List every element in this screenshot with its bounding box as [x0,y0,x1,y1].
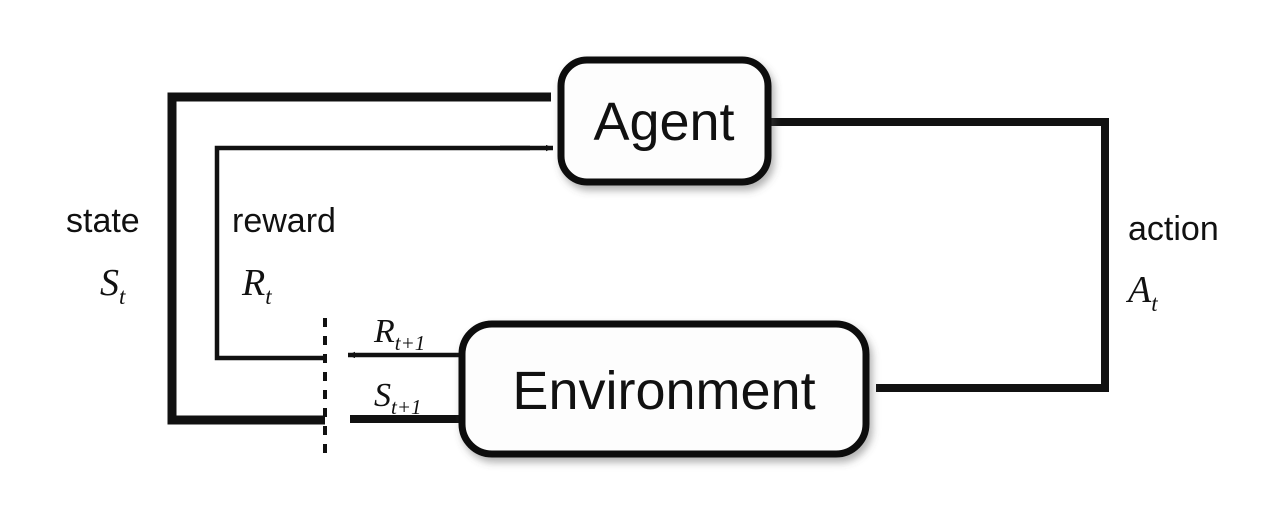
state-subscript: t [119,284,126,309]
reward-symbol: R [241,262,265,304]
node-agent[interactable]: Agent [557,56,772,186]
agent-label: Agent [593,92,734,152]
environment-label: Environment [512,361,815,421]
action-symbol-label: At [1125,269,1158,316]
action-subscript: t [1151,291,1158,316]
agent-box[interactable] [557,56,772,186]
action-label-group: action At [1125,210,1219,316]
action-symbol: A [1125,269,1152,311]
state-next-symbol: S [374,377,391,414]
state-symbol-label: St [100,262,126,309]
environment-box[interactable] [458,320,870,458]
action-label: action [1128,210,1219,248]
reward-next-symbol-label: Rt+1 [373,313,425,355]
reward-next-label-group: Rt+1 [373,313,425,355]
reward-edge [214,144,553,361]
node-environment[interactable]: Environment [458,320,870,458]
state-next-label-group: St+1 [374,377,422,419]
action-edge [768,118,1109,392]
state-label-group: state St [66,202,140,309]
state-edge [167,92,551,425]
reward-subscript: t [265,284,272,309]
reward-symbol-label: Rt [241,262,272,309]
state-symbol: S [100,262,119,304]
state-label: state [66,202,140,240]
reward-label: reward [232,202,336,240]
state-next-symbol-label: St+1 [374,377,422,419]
state-next-subscript: t+1 [391,395,422,419]
reward-next-subscript: t+1 [395,331,426,355]
reward-label-group: reward Rt [232,202,336,309]
reward-next-symbol: R [373,313,395,350]
